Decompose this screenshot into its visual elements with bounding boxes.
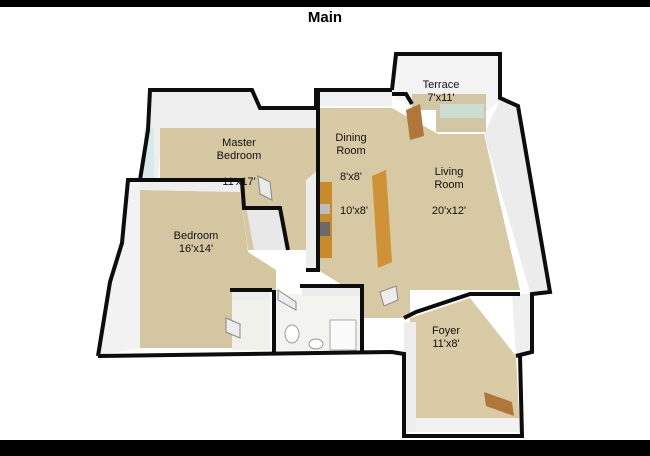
room-size: 10'x8' bbox=[339, 205, 369, 217]
toilet bbox=[284, 324, 300, 344]
room-name: Foyer bbox=[431, 325, 461, 337]
room-name: Living Room bbox=[434, 166, 464, 191]
wall-face-kitchen-left bbox=[306, 170, 318, 268]
kitchen-counter-left bbox=[318, 182, 332, 258]
wall-face-left bbox=[100, 182, 140, 355]
left-window bbox=[144, 128, 154, 178]
wall-face-closet bbox=[246, 206, 286, 250]
room-label-terrace: Terrace 7'x11' bbox=[423, 79, 460, 105]
sink bbox=[308, 338, 324, 350]
page-title: Main bbox=[307, 9, 343, 26]
interior-bedroom-divider bbox=[130, 178, 290, 251]
bedroom-door bbox=[257, 175, 273, 201]
interior-foyer bbox=[403, 292, 520, 320]
floors bbox=[140, 94, 520, 432]
doors bbox=[225, 104, 514, 416]
interior-terrace bbox=[392, 92, 414, 106]
interior-wall-faces bbox=[140, 170, 520, 432]
terrace-door bbox=[406, 104, 424, 140]
foyer-door bbox=[484, 392, 514, 416]
room-size: 7'x11' bbox=[427, 92, 455, 104]
glass-panels bbox=[144, 104, 484, 178]
outer-wall-terrace bbox=[390, 52, 553, 358]
wall-face-foyer-bottom bbox=[416, 418, 520, 432]
kitchen-island bbox=[372, 170, 392, 268]
wall-face-foyer-right bbox=[512, 294, 530, 356]
room-label-dining-room: Dining Room 8'x8' bbox=[335, 119, 366, 197]
floor-closet bbox=[232, 292, 270, 350]
room-size: 11'x17' bbox=[222, 176, 256, 188]
room-name: Master Bedroom bbox=[216, 137, 262, 162]
bathroom-fixtures bbox=[284, 319, 357, 351]
room-label-foyer: Foyer 11'x8' bbox=[432, 325, 460, 351]
bathtub bbox=[329, 319, 357, 351]
bath-door bbox=[277, 289, 297, 311]
interior-bath-top bbox=[300, 284, 364, 352]
room-size: 8'x8' bbox=[340, 171, 362, 183]
hall-door bbox=[379, 285, 399, 307]
room-label-living-room: Living Room 20'x12' bbox=[432, 153, 466, 231]
room-size: 11'x8' bbox=[432, 338, 460, 350]
room-name: Dining Room bbox=[335, 132, 367, 157]
wall-face-bath bbox=[302, 286, 360, 296]
wall-face-right bbox=[484, 100, 548, 292]
room-size: 16'x14' bbox=[178, 243, 214, 255]
outer-wall-faces bbox=[100, 56, 548, 356]
wall-tops bbox=[96, 52, 553, 438]
kitchen-sink bbox=[320, 204, 330, 214]
wall-face-foyer-left bbox=[404, 322, 416, 432]
closet-door bbox=[225, 317, 241, 339]
room-name: Terrace bbox=[422, 79, 460, 91]
wall-face-dining-top bbox=[318, 92, 392, 106]
room-label-kitchen: 10'x8' bbox=[340, 205, 368, 218]
interior-kitchen bbox=[306, 92, 320, 272]
kitchen-counters bbox=[318, 170, 392, 268]
room-size: 20'x12' bbox=[431, 205, 467, 217]
room-label-master-bedroom: Master Bedroom 11'x17' bbox=[217, 124, 262, 202]
room-label-bedroom: Bedroom 16'x14' bbox=[174, 230, 219, 256]
outer-wall-foyer bbox=[97, 349, 525, 438]
kitchen-stove bbox=[320, 222, 330, 236]
wall-face-bedroom-divider bbox=[140, 180, 240, 192]
wall-face-master-top bbox=[150, 92, 316, 128]
room-name: Bedroom bbox=[173, 230, 219, 242]
floor-living bbox=[318, 108, 520, 318]
terrace-glass bbox=[440, 104, 484, 118]
wall-face-closet-small bbox=[232, 290, 270, 300]
